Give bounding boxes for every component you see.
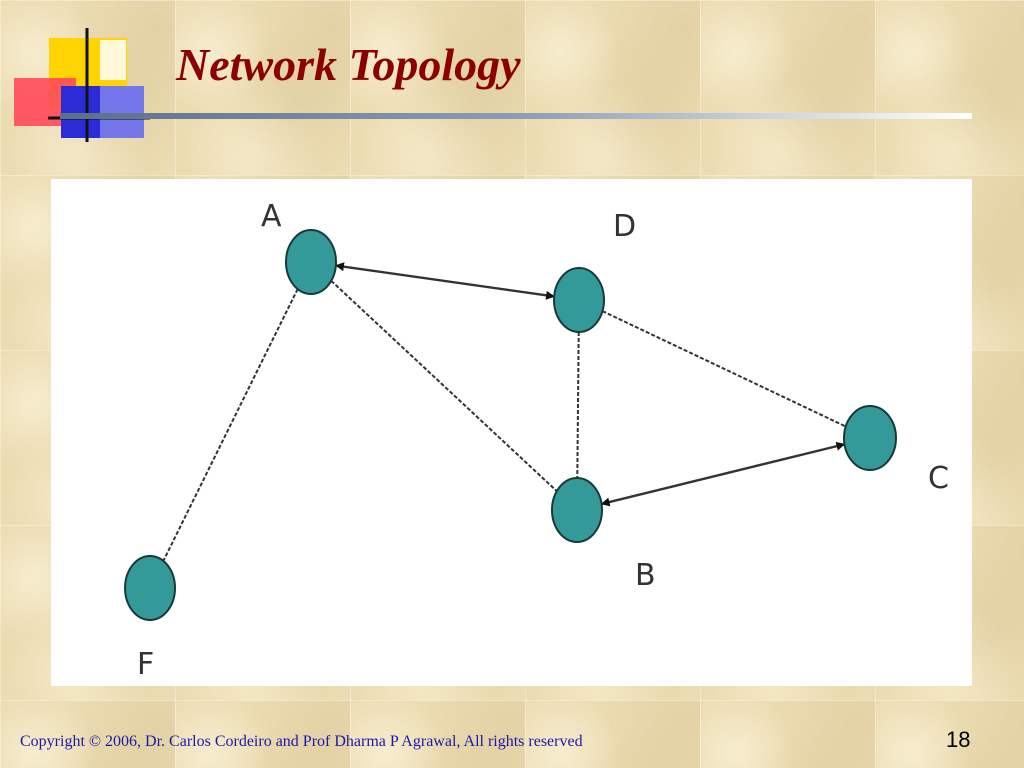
- logo-blue-light: [100, 86, 144, 138]
- slide-logo: [14, 28, 150, 142]
- page-number: 18: [946, 727, 971, 752]
- node-d: [553, 267, 605, 333]
- node-a: [285, 229, 337, 295]
- edge-d-c: [602, 310, 847, 428]
- edge-a-b: [330, 280, 558, 492]
- edge-a-f: [162, 288, 299, 562]
- edge-a-d: [334, 262, 556, 300]
- node-label-b: B: [635, 558, 656, 593]
- node-label-a: A: [261, 199, 282, 234]
- nodes-layer: A D C B F: [124, 199, 949, 682]
- logo-white-highlight: [100, 40, 126, 80]
- copyright-footer: Copyright © 2006, Dr. Carlos Cordeiro an…: [20, 733, 583, 750]
- network-diagram: A D C B F: [51, 179, 972, 686]
- node-f: [124, 555, 176, 621]
- title-divider: [60, 113, 972, 119]
- page-title: Network Topology: [176, 39, 521, 90]
- node-label-c: C: [928, 461, 949, 496]
- node-b: [551, 477, 603, 543]
- edges-layer: [162, 262, 847, 562]
- edge-d-b: [576, 331, 580, 479]
- node-label-f: F: [137, 647, 154, 682]
- edge-b-c: [600, 441, 846, 507]
- node-c: [843, 405, 897, 471]
- node-label-d: D: [613, 209, 636, 244]
